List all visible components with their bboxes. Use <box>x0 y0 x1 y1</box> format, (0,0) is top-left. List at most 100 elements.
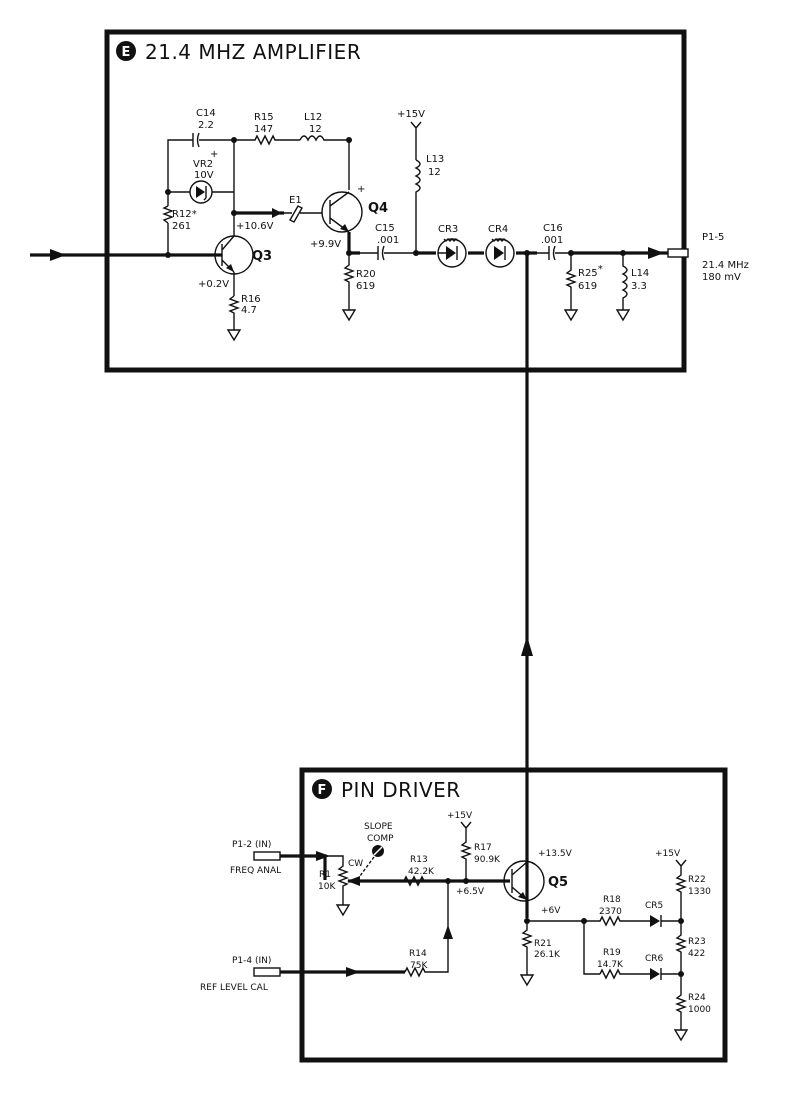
r24-resistor <box>675 974 687 1030</box>
wire <box>325 855 344 860</box>
cr4-ref: CR4 <box>488 224 508 235</box>
r12-value: 261 <box>172 221 191 232</box>
r16-resistor <box>228 295 240 330</box>
q4-ref: Q4 <box>368 201 388 216</box>
ground-icon <box>226 329 242 342</box>
q5-leads <box>511 861 528 901</box>
c14-capacitor <box>192 132 250 148</box>
r24-value: 1000 <box>688 1005 711 1015</box>
l12-inductor <box>299 135 350 190</box>
q5-ref: Q5 <box>548 875 568 890</box>
c14-ref: C14 <box>196 108 216 119</box>
r22-value: 1330 <box>688 887 711 897</box>
c16-capacitor <box>537 245 569 261</box>
pin-driver-badge-circle <box>312 779 332 799</box>
q5-base-voltage: +6.5V <box>456 887 485 897</box>
q3-collector-voltage: +10.6V <box>236 221 274 232</box>
ground-icon <box>563 309 579 322</box>
c16-ref: C16 <box>543 223 563 234</box>
p14-pin: P1-4 (IN) <box>232 956 271 966</box>
q3-ref: Q3 <box>252 249 272 264</box>
p1-5-connector <box>667 248 689 258</box>
r1-value: 10K <box>318 882 336 892</box>
l13-value: 12 <box>428 167 441 178</box>
output-freq: 21.4 MHz <box>702 260 749 271</box>
r23-value: 422 <box>688 949 705 959</box>
pin-driver-section: F PIN DRIVER P1-2 (IN) FREQ ANAL CW R1 1… <box>200 767 728 1063</box>
r14-value: 75K <box>410 961 428 971</box>
cr3-bar <box>438 246 458 260</box>
q4-emitter-voltage: +9.9V <box>310 239 341 250</box>
r15-value: 147 <box>254 124 273 135</box>
r25-resistor <box>565 253 577 310</box>
r17-resistor <box>460 821 472 881</box>
l13-ref: L13 <box>426 154 444 165</box>
r15-ref: R15 <box>254 112 274 123</box>
r20-value: 619 <box>356 281 375 292</box>
r17-ref: R17 <box>474 843 492 853</box>
cr6-bar <box>660 968 681 980</box>
input-arrow <box>50 249 66 261</box>
q3-emitter-voltage: +0.2V <box>198 279 229 290</box>
amplifier-title: 21.4 MHZ AMPLIFIER <box>145 40 361 64</box>
c14-value: 2.2 <box>198 120 214 131</box>
cr4-diode <box>494 246 504 260</box>
amplifier-section: E 21.4 MHZ AMPLIFIER R12* 261 C14 2.2 + … <box>30 29 749 373</box>
slope-comp-slot <box>373 846 383 856</box>
r20-ref: R20 <box>356 269 376 280</box>
l14-value: 3.3 <box>631 281 647 292</box>
ground-icon <box>615 309 631 322</box>
r25-value: 619 <box>578 281 597 292</box>
r14-ref: R14 <box>409 949 427 959</box>
r19-value: 14.7K <box>597 960 624 970</box>
r25-ref: R25* <box>578 264 603 279</box>
cr3-zigzag <box>443 238 459 242</box>
l13-inductor <box>414 159 421 253</box>
q4-transistor <box>321 191 363 233</box>
amp-supply-label: +15V <box>397 109 425 120</box>
ground-icon <box>519 974 535 987</box>
r1-ref: R1 <box>319 870 331 880</box>
pin-driver-badge: F <box>318 783 327 798</box>
e1-ref: E1 <box>289 195 302 206</box>
q4-emitter-arrow <box>340 224 349 232</box>
e1-ferrite <box>284 205 322 223</box>
r19-ref: R19 <box>603 948 621 958</box>
r18-value: 2370 <box>599 907 622 917</box>
r13-resistor <box>403 875 425 887</box>
r22-ref: R22 <box>688 875 706 885</box>
slope-comp-line2: COMP <box>367 834 394 844</box>
pd-supply2-label: +15V <box>655 849 681 859</box>
supply-arrow-icon <box>410 121 422 160</box>
vr2-diode <box>196 186 205 198</box>
r24-ref: R24 <box>688 993 706 1003</box>
cr5-ref: CR5 <box>645 901 663 911</box>
q4-emitter-wire <box>347 232 360 255</box>
cr3-diode <box>446 246 456 260</box>
l14-ref: L14 <box>631 268 649 279</box>
r16-ref: R16 <box>241 294 261 305</box>
output-level: 180 mV <box>702 272 741 283</box>
amplifier-badge: E <box>122 45 131 60</box>
slope-comp-line1: SLOPE <box>364 822 393 832</box>
q3-emitter-arrow <box>226 264 234 272</box>
amplifier-box <box>104 29 687 373</box>
r23-resistor <box>675 921 687 974</box>
ground-icon <box>673 1029 689 1042</box>
q5-emitter-voltage: +6V <box>541 906 561 916</box>
cr5-diode <box>650 915 660 927</box>
r13-value: 42.2K <box>408 867 435 877</box>
cr6-diode <box>650 968 660 980</box>
r18-resistor <box>584 915 650 927</box>
pin-driver-title: PIN DRIVER <box>341 778 461 802</box>
output-pin: P1-5 <box>702 232 724 243</box>
q5-collector-voltage: +13.5V <box>538 849 573 859</box>
signal-arrow <box>272 208 282 218</box>
r21-resistor <box>521 921 533 975</box>
output-arrow <box>648 247 664 259</box>
pin-driver-box <box>299 767 728 1063</box>
r14-resistor <box>404 881 449 978</box>
cr3-ref: CR3 <box>438 224 458 235</box>
q4-polarity: + <box>357 184 365 195</box>
